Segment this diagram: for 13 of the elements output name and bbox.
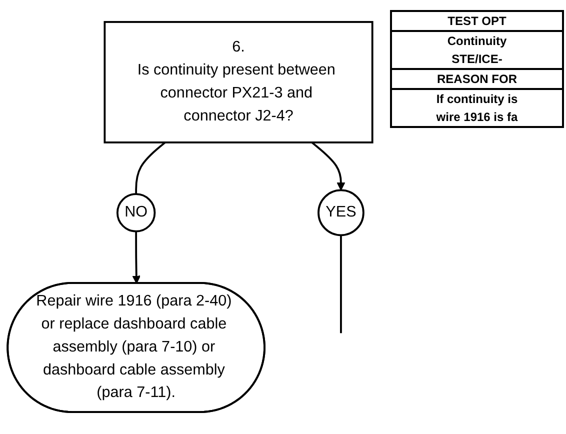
connector (340, 235, 342, 334)
table-text: STE/ICE- (392, 50, 562, 70)
node-circle: YES (318, 189, 364, 236)
node-circle: NO (116, 193, 156, 232)
table-text: Continuity (446, 33, 508, 50)
table-text: If continuity is (435, 91, 519, 108)
table-text: wire 1916 is fa (435, 109, 519, 126)
table-header: TEST OPT (392, 12, 562, 32)
arrow (132, 231, 141, 284)
node-box: 6. Is continuity present between connector PX21-3 and connector J2-4? (104, 21, 374, 144)
table-header: REASON FOR (392, 70, 562, 90)
arrow (311, 142, 346, 191)
connector (135, 142, 166, 194)
